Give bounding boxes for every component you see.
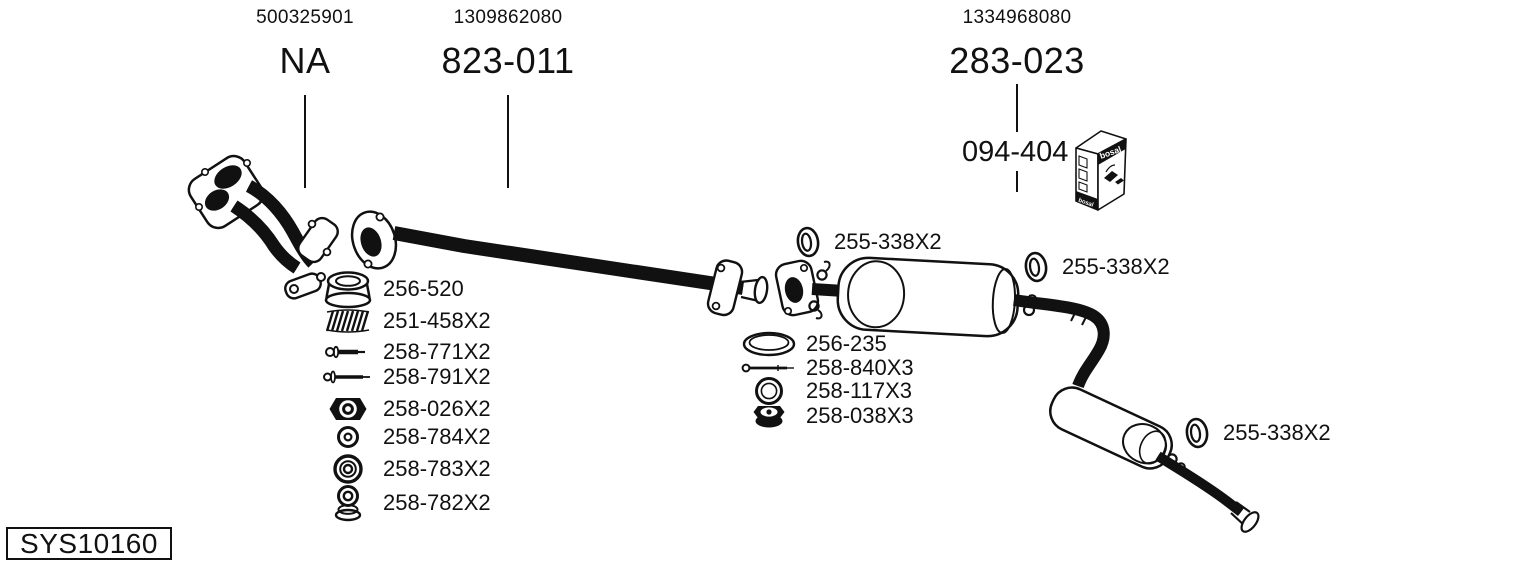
oe-reference-2: 1309862080	[453, 7, 563, 28]
parts-row: 258-117X3	[740, 376, 912, 406]
box-brand-band-bottom	[1076, 191, 1098, 210]
parts-row: 258-038X3	[740, 401, 914, 431]
parts-row: 258-771X2	[322, 333, 491, 371]
part-number: 255-338X2	[834, 229, 942, 254]
parts-row: 258-782X2	[322, 484, 491, 522]
bolt-short-icon	[325, 345, 365, 359]
parts-row: 258-784X2	[322, 418, 491, 456]
box-brand-text-bottom: bosal	[1077, 198, 1094, 209]
hanger-ring-item: 255-338X2	[1023, 249, 1170, 285]
part-number: 258-117X3	[806, 378, 913, 403]
parts-row: 258-026X2	[322, 390, 491, 428]
leader-line-rear-system	[1016, 84, 1018, 132]
rear-muffler-drawing	[1049, 386, 1260, 533]
parts-box-icon: bosal bosal	[1075, 130, 1127, 211]
hex-nut-icon	[329, 398, 367, 420]
part-number-center-pipe: 823-011	[441, 40, 575, 81]
part-number: 258-791X2	[383, 364, 491, 389]
leader-line-center-pipe	[507, 95, 509, 188]
parts-row: 258-840X3	[740, 353, 914, 383]
part-number-front-pipe: NA	[279, 40, 331, 81]
bolt-long-icon	[323, 370, 370, 384]
leader-line-front-pipe	[304, 95, 306, 188]
system-code: SYS10160	[20, 527, 158, 559]
system-code-box: SYS10160	[6, 527, 172, 560]
hanger-ring-item: 255-338X2	[1184, 415, 1331, 451]
o-ring-icon	[1185, 417, 1209, 449]
ring-washer-icon	[755, 377, 783, 405]
part-number: 255-338X2	[1062, 254, 1170, 279]
parts-row: 256-235	[740, 329, 887, 359]
box-brand-band-top	[1098, 139, 1126, 165]
part-number-rear-system: 283-023	[949, 40, 1085, 81]
washer-small-icon	[337, 426, 359, 448]
coil-spring-icon	[325, 309, 370, 333]
part-number: 258-783X2	[383, 456, 491, 481]
long-bolt-icon	[741, 363, 794, 373]
o-ring-icon	[796, 226, 820, 258]
oval-gasket-icon	[742, 331, 796, 357]
part-number: 256-520	[383, 276, 464, 301]
washer-large-icon	[333, 454, 363, 484]
cone-gasket-icon	[324, 271, 372, 309]
oe-reference-1: 500325901	[256, 7, 354, 28]
part-number: 258-782X2	[383, 490, 491, 515]
leader-line-fitting-kit	[1016, 171, 1018, 192]
part-number: 258-784X2	[383, 424, 491, 449]
rubber-mount-icon	[334, 485, 362, 522]
parts-row: 258-783X2	[322, 450, 491, 488]
part-number: 251-458X2	[383, 308, 491, 333]
front-pipe-drawing	[187, 154, 339, 300]
center-pipe-drawing	[350, 210, 769, 317]
middle-muffler-drawing	[774, 256, 1110, 389]
parts-row: 256-520	[322, 270, 464, 309]
oe-reference-3: 1334968080	[962, 7, 1072, 28]
part-number-fitting-kit: 094-404	[962, 136, 1069, 168]
part-number: 258-038X3	[806, 403, 914, 428]
part-number: 258-026X2	[383, 396, 491, 421]
hanger-ring-item: 255-338X2	[795, 224, 942, 260]
o-ring-icon	[1024, 251, 1048, 283]
part-number: 258-771X2	[383, 339, 491, 364]
part-number: 255-338X2	[1223, 420, 1331, 445]
part-number: 256-235	[806, 331, 887, 356]
parts-row: 258-791X2	[322, 358, 491, 396]
part-number: 258-840X3	[806, 355, 914, 380]
parts-row: 251-458X2	[322, 302, 491, 340]
flange-nut-icon	[753, 406, 785, 428]
